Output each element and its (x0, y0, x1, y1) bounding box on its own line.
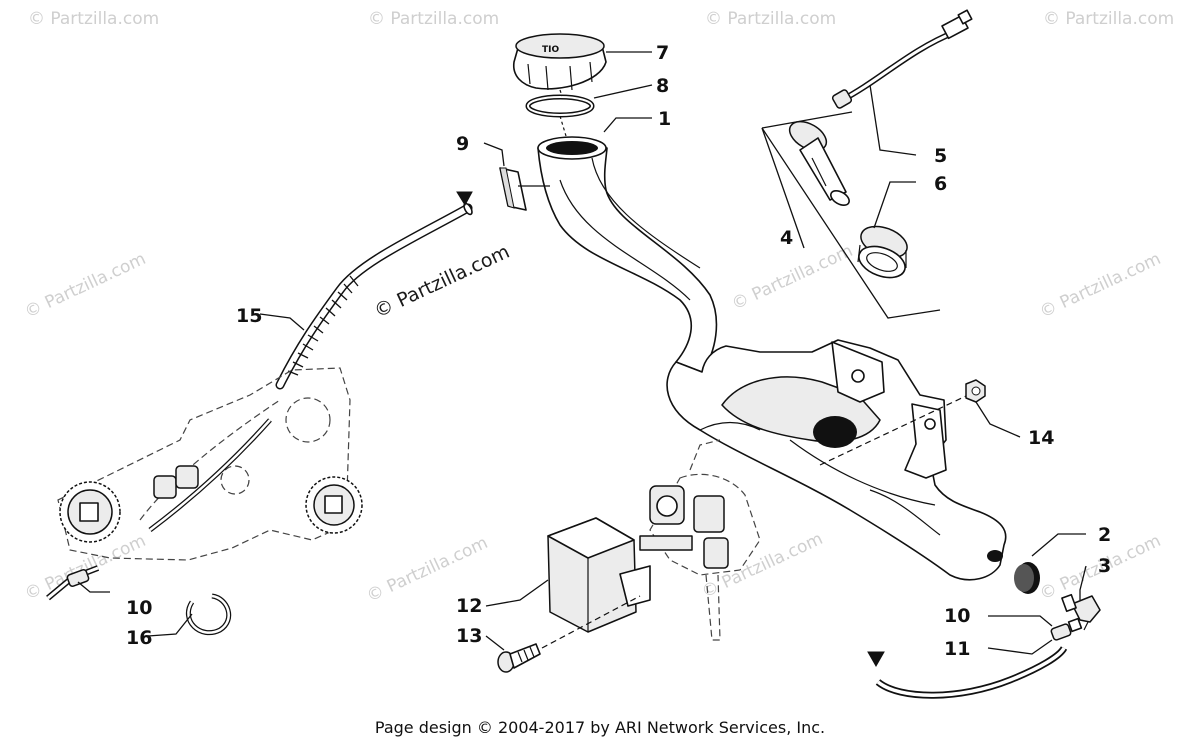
watermark: © Partzilla.com (1037, 249, 1164, 323)
fuel-cap-part-7: TIO (512, 33, 607, 91)
callout-7: 7 (656, 42, 669, 64)
callout-1: 1 (658, 108, 671, 130)
callout-16: 16 (126, 627, 152, 649)
fuel-sender-assembly-part-4 (761, 111, 941, 319)
spring-clamp-part-16 (185, 593, 232, 636)
bolt-part-13 (497, 643, 541, 673)
sender-wire-part-5 (831, 9, 973, 109)
callout-10-right: 10 (944, 605, 970, 627)
sprocket-left (59, 481, 121, 543)
callout-3: 3 (1098, 555, 1111, 577)
callout-15: 15 (236, 305, 262, 327)
grommet-part-2 (1014, 562, 1040, 594)
callout-11: 11 (944, 638, 970, 660)
callout-12: 12 (456, 595, 482, 617)
callout-2: 2 (1098, 524, 1111, 546)
watermark: © Partzilla.com (729, 241, 856, 315)
watermark: © Partzilla.com (1043, 9, 1174, 29)
callout-8: 8 (656, 75, 669, 97)
fuel-line-part-11 (867, 646, 1068, 699)
flow-arrow-icon (456, 191, 473, 207)
callout-4: 4 (780, 227, 793, 249)
watermark: © Partzilla.com (22, 249, 149, 323)
elbow-fitting-part-3 (1061, 593, 1101, 631)
nut-part-14 (965, 379, 986, 403)
gasket-part-8 (525, 94, 595, 118)
callout-numbers: 7 8 1 9 5 6 4 15 14 2 3 12 13 10 16 10 1… (126, 42, 1111, 660)
sprocket-right (305, 476, 363, 534)
fuel-pump-reference (639, 439, 761, 641)
callout-5: 5 (934, 145, 947, 167)
hose-clamp-part-10-left (46, 565, 100, 601)
watermarks: © Partzilla.com © Partzilla.com © Partzi… (22, 9, 1175, 607)
copyright-footer: Page design © 2004-2017 by ARI Network S… (374, 718, 826, 737)
sender-unit (788, 120, 850, 207)
callout-9: 9 (456, 133, 469, 155)
vent-hose-part-15 (275, 191, 473, 390)
watermark: © Partzilla.com (705, 9, 836, 29)
decal-part-9 (499, 167, 527, 211)
watermark: © Partzilla.com (368, 9, 499, 29)
watermark: © Partzilla.com (28, 9, 159, 29)
flow-arrow-icon (867, 651, 885, 668)
callout-13: 13 (456, 625, 482, 647)
fuel-tank-part-1 (537, 136, 1007, 581)
callout-10-left: 10 (126, 597, 152, 619)
hose-clamp-part-10-right (1050, 617, 1083, 641)
callout-14: 14 (1028, 427, 1054, 449)
bolt-icon (153, 465, 199, 499)
cap-mark: TIO (542, 45, 559, 55)
leader-lines (77, 51, 1087, 655)
callout-6: 6 (934, 173, 947, 195)
relay-box-part-12 (547, 517, 651, 633)
frame-plate-reference (57, 367, 363, 561)
grommet-part-6 (857, 225, 908, 279)
